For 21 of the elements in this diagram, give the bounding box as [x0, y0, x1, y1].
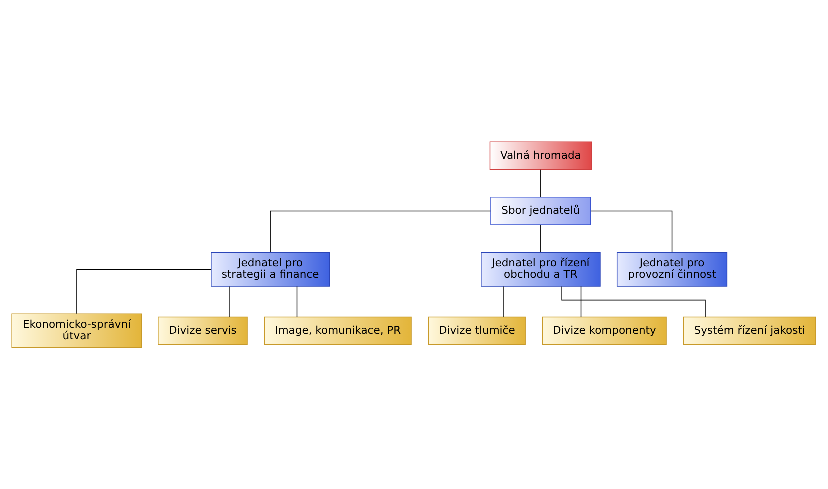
- node-box: Jednatel pro strategii a finance: [211, 252, 330, 286]
- connector: [562, 286, 706, 317]
- connector: [590, 210, 673, 252]
- node-box: Divize komponenty: [542, 316, 667, 345]
- connector: [540, 168, 542, 197]
- node-box: Sbor jednatelů: [490, 196, 592, 225]
- node-box: Jednatel pro provozní činnost: [616, 252, 728, 286]
- node-box: Systém řízení jakosti: [683, 316, 816, 345]
- node-box: Valná hromada: [490, 141, 592, 170]
- connector: [503, 286, 504, 317]
- connector: [229, 286, 230, 317]
- node-box: Divize tlumiče: [428, 316, 526, 345]
- node-box: Image, komunikace, PR: [264, 316, 412, 345]
- connector: [270, 210, 492, 252]
- connector: [540, 224, 542, 252]
- node-box: Jednatel pro řízení obchodu a TR: [481, 252, 601, 286]
- connector: [296, 286, 298, 317]
- connector: [76, 268, 212, 314]
- connector: [580, 286, 582, 317]
- node-box: Ekonomicko-správní útvar: [12, 313, 142, 348]
- node-box: Divize servis: [158, 316, 248, 345]
